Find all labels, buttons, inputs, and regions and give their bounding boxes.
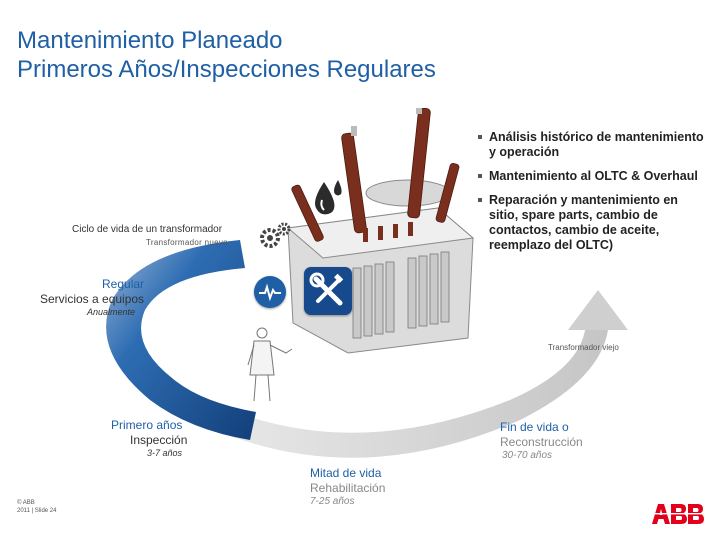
list-item: Mantenimiento al OLTC & Overhaul [478, 169, 710, 184]
lifecycle-arrowhead [568, 290, 628, 330]
stage-end-of-life-period: 30-70 años [502, 450, 553, 461]
stage-mid-life-title: Mitad de vida [310, 466, 382, 480]
title-line-2: Primeros Años/Inspecciones Regulares [17, 56, 436, 83]
stage-end-of-life-subtitle: Reconstrucción [500, 435, 583, 449]
lifecycle-label: Ciclo de vida de un transformador [72, 224, 223, 235]
activities-list: Análisis histórico de mantenimiento y op… [478, 130, 710, 262]
stage-first-years-subtitle: Inspección [130, 433, 188, 447]
transformer-illustration [286, 108, 475, 354]
old-transformer-label: Transformador viejo [548, 343, 619, 352]
gears-icon [260, 222, 291, 248]
stage-mid-life-subtitle: Rehabilitación [310, 481, 386, 495]
stage-regular-title: Regular [102, 277, 145, 291]
footer-slide-number: 2011 | Slide 24 [17, 508, 57, 514]
footer-copyright: © ABB [17, 500, 35, 506]
stage-first-years-title: Primero años [111, 418, 183, 432]
list-item: Análisis histórico de mantenimiento y op… [478, 130, 710, 160]
stage-regular-subtitle: Servicios a equipos [40, 292, 145, 306]
lifecycle-arc-blue [106, 240, 256, 440]
page-title: Mantenimiento Planeado Primeros Años/Ins… [17, 26, 436, 84]
list-item: Reparación y mantenimiento en sitio, spa… [478, 193, 710, 253]
title-line-1: Mantenimiento Planeado [17, 27, 283, 54]
new-transformer-label: Transformador nuevo [146, 238, 228, 247]
abb-logo [650, 504, 706, 524]
wrench-screwdriver-icon [304, 267, 352, 315]
stage-regular-period: Anualmente [87, 307, 136, 317]
pulse-monitor-icon [254, 276, 286, 308]
stage-first-years-period: 3-7 años [147, 448, 183, 458]
oil-drops-icon [315, 180, 342, 215]
engineer-figure [247, 327, 293, 402]
stage-mid-life-period: 7-25 años [310, 496, 355, 507]
lifecycle-arc-grey [215, 330, 608, 458]
stage-end-of-life-title: Fin de vida o [500, 420, 569, 434]
